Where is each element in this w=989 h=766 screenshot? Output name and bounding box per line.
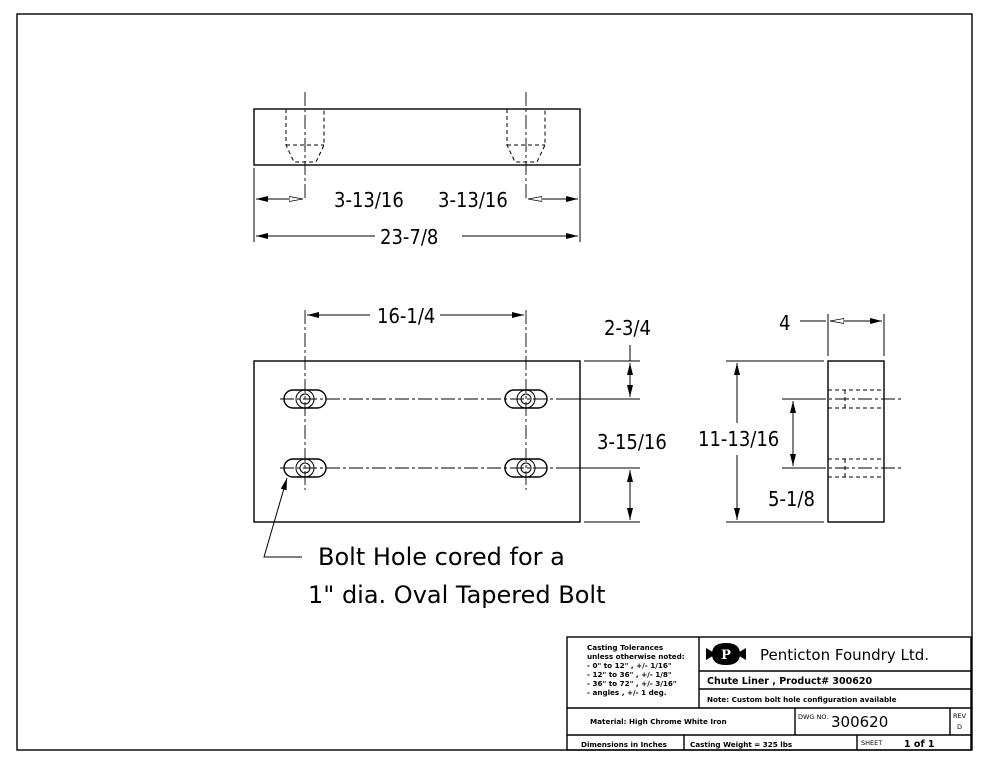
dwg-label: DWG NO.	[798, 713, 828, 721]
bolt-slot	[283, 458, 327, 478]
bolt-slot	[283, 389, 327, 409]
tolerance-line: - 0" to 12" , +/- 1/16"	[587, 661, 672, 670]
custom-note: Note: Custom bolt hole configuration ava…	[707, 695, 897, 704]
casting-weight: Casting Weight = 325 lbs	[690, 740, 792, 749]
bolt-slot	[504, 458, 548, 478]
material: Material: High Chrome White Iron	[590, 717, 727, 726]
svg-text:P: P	[721, 648, 731, 663]
dim-top-left: 3-13/16	[334, 188, 404, 212]
tolerance-line: - 36" to 72" , +/- 3/16"	[587, 679, 677, 688]
dim-edge-to-hole: 2-3/4	[604, 316, 651, 340]
bolt-hole-note-line1: Bolt Hole cored for a	[318, 543, 565, 571]
tolerance-line: Casting Tolerances	[587, 643, 663, 652]
tolerance-line: - 12" to 36" , +/- 1/8"	[587, 670, 672, 679]
tolerance-line: - angles , +/- 1 deg.	[587, 688, 666, 697]
product-title: Chute Liner , Product# 300620	[707, 676, 872, 687]
dim-width: 11-13/16	[698, 427, 779, 451]
bolt-hole-note-line2: 1" dia. Oval Tapered Bolt	[308, 581, 606, 609]
sheet-value: 1 of 1	[904, 739, 935, 750]
side-view: 4 11-13/16 5-1/8	[698, 311, 904, 523]
dim-side-hole-spacing: 5-1/8	[768, 487, 815, 511]
tolerance-line: unless otherwise noted:	[587, 652, 685, 661]
units: Dimensions in Inches	[581, 740, 667, 749]
dwg-number: 300620	[831, 713, 888, 731]
rev-label: REV	[953, 712, 967, 720]
company-name: Penticton Foundry Ltd.	[760, 646, 929, 664]
bolt-slot	[504, 389, 548, 409]
title-block: Casting Tolerances unless otherwise note…	[566, 636, 972, 751]
rev-value: D	[957, 723, 962, 731]
dim-top-right: 3-13/16	[438, 188, 508, 212]
front-view: 16-1/4 2-3/4 3-15/16	[253, 304, 667, 558]
top-view: 3-13/16 3-13/16 23-7/8	[253, 92, 581, 249]
dim-thickness: 4	[779, 311, 790, 335]
sheet-border	[16, 13, 973, 751]
dim-hole-row-spacing: 3-15/16	[597, 430, 667, 454]
dim-hole-spacing: 16-1/4	[377, 304, 435, 328]
company-logo-icon: P	[706, 643, 746, 665]
sheet-label: SHEET	[861, 739, 882, 747]
dim-overall-length: 23-7/8	[380, 225, 438, 249]
